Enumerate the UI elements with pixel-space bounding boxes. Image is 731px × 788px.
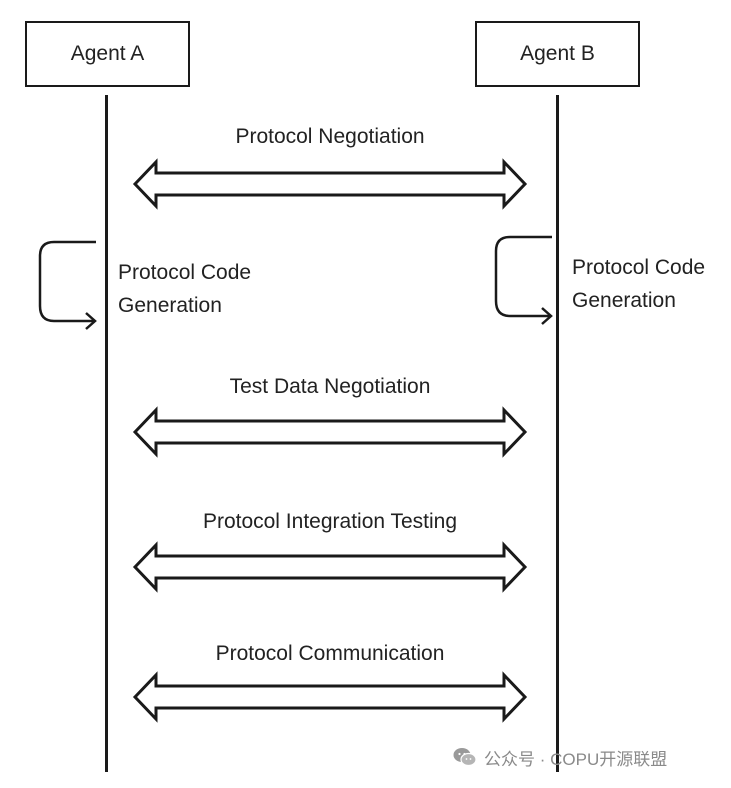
message-label-protocol-communication: Protocol Communication <box>215 642 445 665</box>
agent-b-lifeline <box>556 95 559 772</box>
self-message-b-line1: Protocol Code <box>572 256 706 279</box>
agent-a-lifeline <box>105 95 108 772</box>
watermark-text: 公众号 · COPU开源联盟 <box>484 749 668 769</box>
watermark: 公众号 · COPU开源联盟 <box>452 744 667 770</box>
agent-a-box: Agent A <box>25 21 190 87</box>
self-arrow-agent-b <box>494 235 553 325</box>
message-label-protocol-negotiation: Protocol Negotiation <box>235 125 425 148</box>
self-message-label-agent-a: Protocol Code Generation <box>118 256 251 322</box>
double-arrow-protocol-communication <box>132 671 528 723</box>
self-message-label-agent-b: Protocol Code Generation <box>572 251 705 317</box>
self-message-a-line1: Protocol Code <box>118 261 252 284</box>
double-arrow-test-data-negotiation <box>132 406 528 458</box>
self-message-a-line2: Generation <box>118 294 222 317</box>
message-label-test-data-negotiation: Test Data Negotiation <box>229 375 431 398</box>
wechat-logo-icon <box>453 748 477 767</box>
agent-b-box: Agent B <box>475 21 640 87</box>
double-arrow-protocol-integration-testing <box>132 541 528 593</box>
self-arrow-agent-a <box>38 240 97 330</box>
message-label-protocol-integration-testing: Protocol Integration Testing <box>202 510 458 533</box>
double-arrow-protocol-negotiation <box>132 158 528 210</box>
self-message-b-line2: Generation <box>572 289 676 312</box>
agent-b-label: Agent B <box>520 42 595 65</box>
agent-a-label: Agent A <box>70 42 145 65</box>
